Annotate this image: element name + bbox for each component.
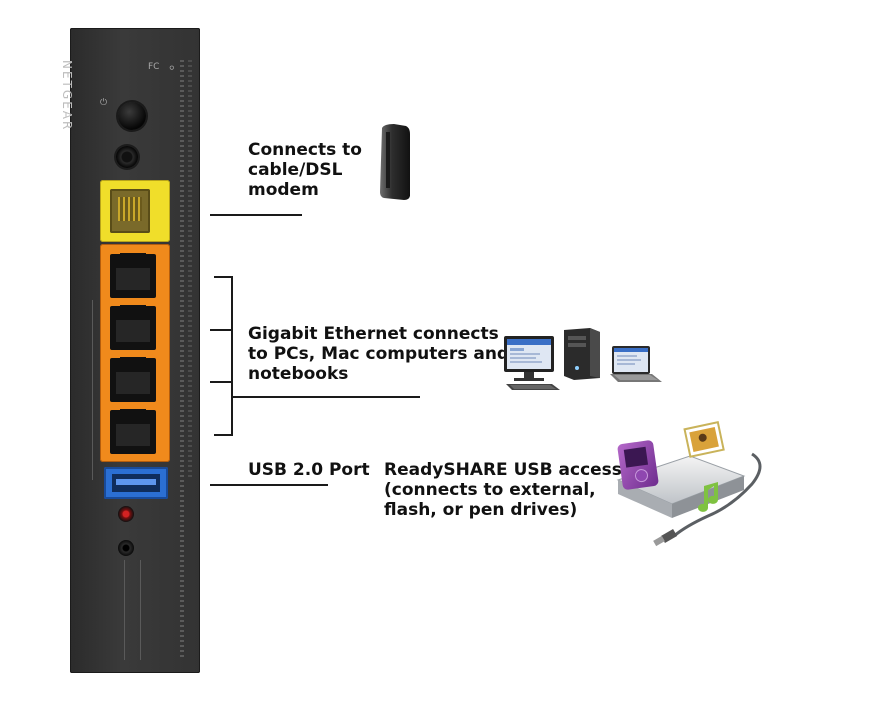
wan-callout-label: Connects to cable/DSL modem [248,140,362,200]
ethernet-port-1[interactable] [110,253,156,298]
power-jack[interactable] [116,146,138,168]
readyshare-line-3: flash, or pen drives) [384,500,578,520]
wan-callout-line-3: modem [248,180,319,200]
usb-callout-line [210,484,328,486]
lan-tick-2 [210,329,232,331]
power-button[interactable] [118,102,146,130]
router-panel-divider [140,560,141,660]
fcc-icon: FC [148,62,160,72]
router-fine-print [188,60,192,480]
lan-bracket-top [214,276,232,278]
router-panel-divider [92,300,93,480]
lan-callout-line-1: Gigabit Ethernet connects [248,324,499,344]
wps-button[interactable] [118,540,134,556]
lan-callout-line-3: notebooks [248,364,349,384]
lan-bracket-bottom [214,434,232,436]
usb-drive-icon [616,421,762,547]
router-fine-print [180,60,184,660]
internet-port[interactable] [110,189,150,233]
tower-pc-icon [564,328,600,380]
lan-callout-label: Gigabit Ethernet connects to PCs, Mac co… [248,324,509,384]
wan-callout-line-2: cable/DSL [248,160,343,180]
ethernet-port-4[interactable] [110,409,156,454]
router-panel-divider [124,560,125,660]
wan-callout-line-1: Connects to [248,140,362,160]
usb-callout-label: USB 2.0 Port [248,460,370,480]
reset-button[interactable] [118,506,134,522]
laptop-icon [610,346,662,382]
ethernet-port-2[interactable] [110,305,156,350]
wan-callout-line [210,214,302,216]
ethernet-port-3[interactable] [110,357,156,402]
usb-port[interactable] [112,474,160,492]
modem-icon [380,124,410,200]
readyshare-line-1: ReadySHARE USB access [384,460,622,480]
lan-callout-line-2: to PCs, Mac computers and [248,344,510,364]
ce-icon: ⚪ [168,64,176,74]
readyshare-callout-label: ReadySHARE USB access (connects to exter… [384,460,622,520]
lan-bracket-vertical [231,276,233,436]
lan-tick-3 [210,381,232,383]
desktop-computer-icon [504,336,560,390]
lan-callout-line [232,396,420,398]
power-symbol-icon: ⏻ [100,98,108,108]
router-brand: NETGEAR [60,60,74,132]
readyshare-line-2: (connects to external, [384,480,596,500]
